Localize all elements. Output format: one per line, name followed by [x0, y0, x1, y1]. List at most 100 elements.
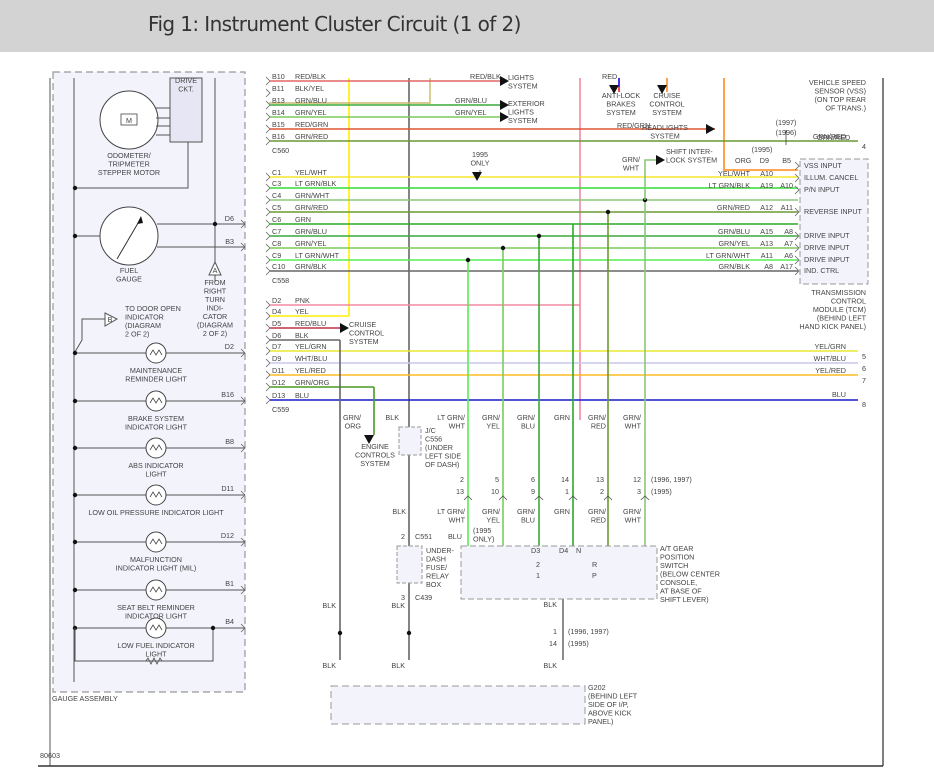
connector-icon	[568, 495, 578, 501]
anti-lock-label: ANTI-LOCK	[602, 91, 641, 100]
connector-chevron-icon	[265, 88, 271, 98]
connector-chevron-icon	[240, 219, 246, 229]
connector-pin: C4	[272, 191, 281, 200]
wire	[74, 628, 214, 662]
connector-pin: C6	[272, 215, 281, 224]
connector-b-label: INDICATOR	[125, 313, 164, 322]
wire-label: GRN/RED	[817, 133, 850, 142]
pin-number: 2	[401, 532, 405, 541]
column-wire-label: BLU	[521, 422, 535, 431]
column-wire-label: BLK	[385, 413, 399, 422]
wire-color-code: GRN	[295, 215, 311, 224]
connector-pin: B10	[272, 72, 285, 81]
connector-a-label: FROM	[204, 278, 225, 287]
column-wire-label: GRN	[554, 507, 570, 516]
tcm-pin: A10	[760, 169, 773, 178]
column-wire-label: BLK	[392, 507, 406, 516]
vss-label: VEHICLE SPEED	[809, 78, 866, 87]
connector-chevron-icon	[240, 623, 246, 633]
drive-ckt-label: DRIVE	[175, 76, 197, 85]
connector-b-letter: B	[108, 315, 113, 324]
exterior-lights-label: EXTERIOR	[508, 99, 545, 108]
tcm-input-label: VSS INPUT	[804, 161, 843, 170]
arrow-icon	[706, 124, 715, 134]
column-wire-label: GRN/	[623, 507, 641, 516]
column-wire-label: GRN/	[343, 413, 361, 422]
switch-label: SWITCH	[660, 561, 688, 570]
year-label: (1996, 1997)	[568, 627, 609, 636]
bulb-icon	[145, 390, 167, 412]
gauge-needle-icon	[116, 217, 142, 260]
splice-dot	[72, 539, 78, 545]
year-label: (1995)	[568, 639, 589, 648]
tcm-pin: A12	[760, 203, 773, 212]
tcm-wire: GRN/YEL	[718, 239, 750, 248]
cruise-top-label: SYSTEM	[652, 108, 682, 117]
wire-color-code: RED/GRN	[295, 120, 328, 129]
light-label: BRAKE SYSTEM	[128, 414, 184, 423]
pin-number: 1	[553, 627, 557, 636]
connector-b-label: (DIAGRAM	[125, 321, 161, 330]
tcm-input-label: DRIVE INPUT	[804, 243, 850, 252]
light-label: INDICATOR LIGHT	[125, 423, 188, 432]
switch-label: AT BASE OF	[660, 587, 702, 596]
connector-pin: D13	[272, 391, 285, 400]
page-title: Fig 1: Instrument Cluster Circuit (1 of …	[148, 12, 521, 36]
column-wire-label: ORG	[345, 422, 362, 431]
splice-dot	[210, 625, 216, 631]
tcm-label: CONTROL	[831, 297, 866, 306]
bulb-icon	[145, 531, 167, 553]
tcm-label: MODULE (TCM)	[813, 305, 866, 314]
wire-color-code: GRN/BLU	[295, 227, 327, 236]
exterior-lights-label: SYSTEM	[508, 116, 538, 125]
bulb-filament-icon	[149, 397, 163, 404]
tcm-box	[799, 158, 869, 285]
tcm-input-label: REVERSE INPUT	[804, 207, 863, 216]
light-pin: D2	[225, 342, 234, 351]
connector-chevron-icon	[240, 348, 246, 358]
connector-pin: D4	[272, 307, 281, 316]
wire-color-code: WHT/BLU	[295, 354, 327, 363]
connector-chevron-icon	[794, 185, 800, 195]
column-wire-label: LT GRN/	[437, 507, 465, 516]
light-label: INDICATOR LIGHT (MIL)	[116, 564, 197, 573]
light-pin: B8	[225, 437, 234, 446]
connector-pin: B11	[272, 84, 284, 93]
wire-label: BLK	[543, 600, 557, 609]
tcm-wire: YEL/WHT	[718, 169, 751, 178]
tcm-wire: GRN/RED	[717, 203, 750, 212]
motor-icon: M	[126, 116, 132, 125]
cruise-top-label: CONTROL	[649, 100, 684, 109]
light-label: SEAT BELT REMINDER	[117, 603, 195, 612]
continuation-number: 4	[862, 142, 866, 151]
connector-a-label: CATOR	[203, 312, 228, 321]
wire-label: ORG	[735, 156, 752, 165]
wire-org-vss	[723, 78, 798, 171]
tcm-input-label: DRIVE INPUT	[804, 231, 850, 240]
connector-pin: C1	[272, 168, 281, 177]
connector-b-label: 2 OF 2)	[125, 330, 149, 339]
wire-label: 1995	[472, 150, 488, 159]
tcm-pin: A15	[760, 227, 773, 236]
column-wire-label: GRN	[554, 413, 570, 422]
wire	[644, 159, 656, 200]
wire-color-code: RED/BLU	[295, 319, 326, 328]
connector-pin: B13	[272, 96, 285, 105]
connector-a-label: (DIAGRAM	[197, 321, 233, 330]
splice-dot	[72, 445, 78, 451]
connector-pin: D12	[272, 378, 285, 387]
tcm-pin: A7	[784, 239, 793, 248]
tcm-pin: A8	[764, 262, 773, 271]
fuse-box	[396, 545, 423, 584]
year-label: (1995)	[651, 487, 672, 496]
wire	[74, 318, 105, 353]
splice-dot	[72, 587, 78, 593]
column-wire-label: RED	[591, 422, 606, 431]
splice-dot	[536, 233, 542, 239]
splice-dot	[212, 221, 218, 227]
connector-chevron-icon	[794, 243, 800, 253]
wire-label: BLU	[448, 532, 462, 541]
pin-number: 3	[401, 593, 405, 602]
wire-label: GRN/BLU	[455, 96, 487, 105]
connector-pin: D11	[272, 366, 285, 375]
